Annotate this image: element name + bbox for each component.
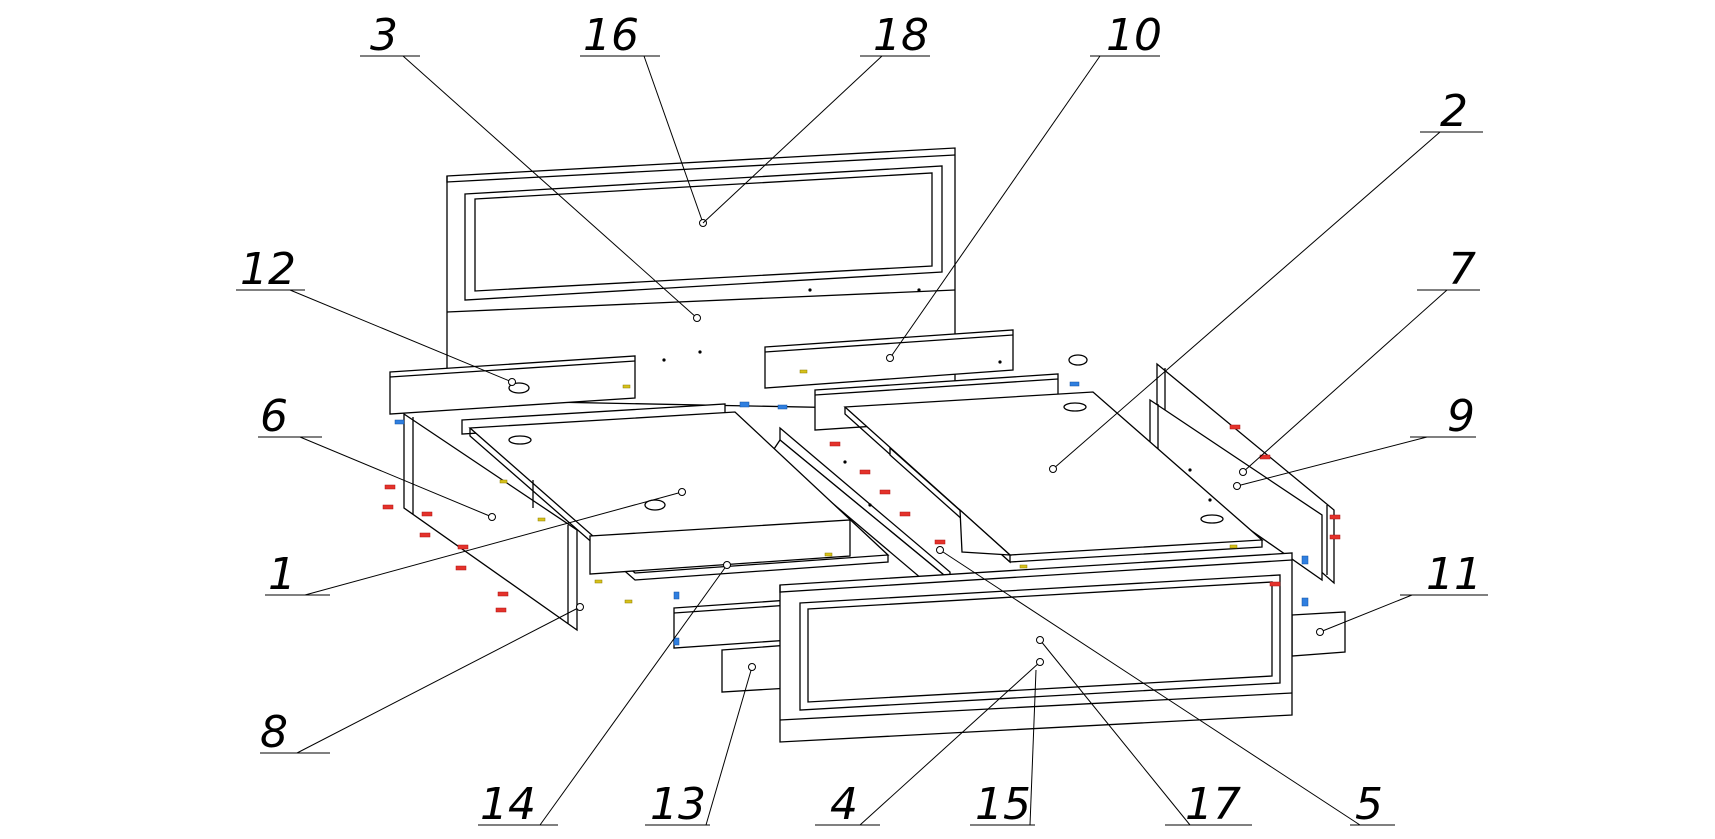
callout-label: 10	[1106, 10, 1162, 61]
callout-label: 11	[1426, 549, 1482, 600]
callout-label: 17	[1185, 779, 1241, 830]
callout-14: 14	[478, 561, 731, 830]
callout-label: 14	[480, 779, 536, 830]
callout-7: 7	[1239, 244, 1480, 476]
callout-18: 18	[702, 10, 930, 224]
callout-label: 7	[1448, 244, 1476, 295]
callout-17: 17	[1036, 636, 1252, 830]
callout-label: 13	[650, 779, 706, 830]
callout-11: 11	[1316, 549, 1488, 636]
fasteners	[382, 369, 1341, 646]
callout-15: 15	[970, 669, 1037, 830]
front-rail-left	[673, 599, 791, 649]
callout-3: 3	[360, 10, 701, 322]
slot-marks	[508, 354, 1224, 524]
callout-label: 4	[830, 779, 858, 830]
callout-16: 16	[580, 10, 707, 227]
callout-label: 6	[260, 391, 288, 442]
callout-9: 9	[1233, 391, 1476, 490]
callout-2: 2	[1049, 86, 1483, 473]
callout-label: 2	[1440, 86, 1468, 137]
callout-6: 6	[258, 391, 496, 521]
callout-10: 10	[886, 10, 1162, 362]
callout-label: 16	[583, 10, 639, 61]
callout-13: 13	[645, 663, 756, 830]
left-side-rail	[403, 412, 578, 632]
callout-label: 5	[1355, 779, 1383, 830]
footboard	[779, 552, 1293, 743]
callout-label: 1	[268, 549, 296, 600]
callout-label: 12	[240, 244, 296, 295]
callout-label: 9	[1447, 391, 1475, 442]
callout-label: 18	[873, 10, 929, 61]
callout-8: 8	[260, 603, 584, 758]
callout-label: 3	[370, 10, 398, 61]
right-slat-board	[843, 391, 1264, 564]
callout-1: 1	[265, 488, 686, 600]
callout-5: 5	[936, 546, 1395, 830]
callout-12: 12	[236, 244, 516, 386]
callout-4: 4	[815, 658, 1044, 830]
callout-label: 8	[260, 707, 288, 758]
callout-label: 15	[975, 779, 1031, 830]
anchor-points	[662, 288, 1212, 507]
